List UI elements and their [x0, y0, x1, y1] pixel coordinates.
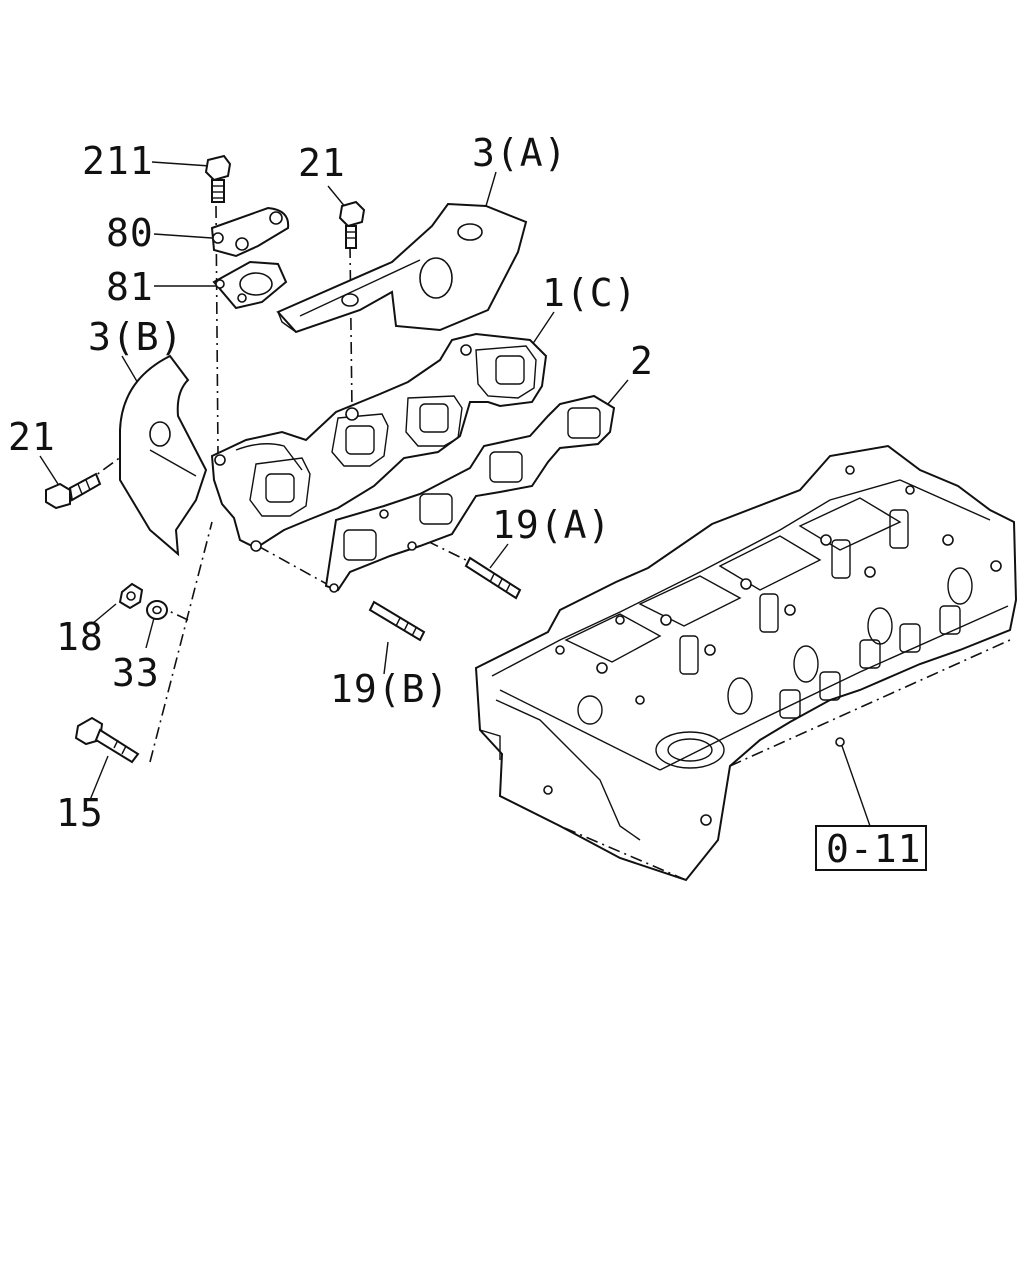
callout-33[interactable]: 33: [112, 651, 160, 695]
callout-15[interactable]: 15: [56, 791, 104, 835]
stud-19b-part[interactable]: [368, 600, 426, 642]
callout-3a[interactable]: 3(A): [472, 131, 568, 175]
callout-19a[interactable]: 19(A): [492, 503, 611, 547]
reference-box[interactable]: 0-11: [815, 825, 927, 871]
callout-21-left[interactable]: 21: [8, 415, 56, 459]
callout-211[interactable]: 211: [82, 139, 154, 183]
callout-81[interactable]: 81: [106, 265, 154, 309]
heat-shield-3a-part[interactable]: [276, 202, 528, 334]
callout-80[interactable]: 80: [106, 211, 154, 255]
heat-shield-3b-part[interactable]: [119, 354, 208, 557]
nut-18-part[interactable]: [118, 582, 144, 610]
reference-box-frame: [815, 825, 927, 871]
bolt-21-top-part[interactable]: [338, 200, 366, 249]
callout-18[interactable]: 18: [56, 615, 104, 659]
bolt-21-left-part[interactable]: [45, 472, 102, 510]
leader-lines: [39, 161, 871, 827]
callout-3b[interactable]: 3(B): [88, 315, 184, 359]
callout-21-top[interactable]: 21: [298, 141, 346, 185]
callout-19b[interactable]: 19(B): [330, 667, 449, 711]
stud-19a-part[interactable]: [464, 556, 522, 600]
bracket-80-part[interactable]: [210, 206, 290, 258]
washer-33-part[interactable]: [146, 600, 168, 620]
callout-2[interactable]: 2: [630, 339, 654, 383]
cylinder-head-part[interactable]: [474, 444, 1018, 882]
bolt-15-part[interactable]: [74, 716, 140, 764]
bolt-211-part[interactable]: [204, 154, 232, 203]
callout-1c[interactable]: 1(C): [542, 271, 638, 315]
reference-box-label: 0-11: [826, 827, 922, 871]
exhaust-manifold-1c-part[interactable]: [210, 332, 548, 552]
gasket-2-part[interactable]: [324, 394, 616, 593]
gasket-81-part[interactable]: [212, 260, 288, 310]
